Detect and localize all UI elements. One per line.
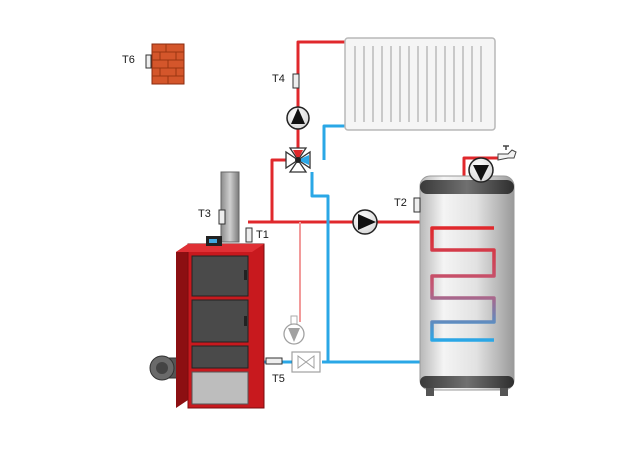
outdoor-sensor: T6 xyxy=(122,43,185,85)
sensor-t1-label: T1 xyxy=(256,229,269,241)
sensor-t4-probe xyxy=(292,73,300,89)
return-protection-unit xyxy=(283,315,321,373)
four-way-mixing-valve-icon xyxy=(285,147,311,173)
sensor-t5-probe xyxy=(265,357,283,365)
circulation-pump-icon xyxy=(283,315,305,345)
circulation-pump-icon xyxy=(286,106,310,130)
circulation-pump-icon xyxy=(352,209,378,235)
water-tap-icon xyxy=(497,145,517,161)
tank-charging-pump xyxy=(352,209,378,235)
brick-wall-icon xyxy=(151,43,185,85)
sensor-t1-probe xyxy=(245,227,253,243)
tank-heating-coil xyxy=(430,226,496,342)
sensor-t6-probe xyxy=(145,54,152,69)
hot-water-tank: T2 xyxy=(394,175,515,396)
water-tap xyxy=(497,145,517,161)
sensor-t2-probe xyxy=(413,197,421,213)
radiator: T4 xyxy=(272,37,496,131)
boiler: T3 T1 xyxy=(149,171,269,409)
mixing-return-pipe xyxy=(310,172,330,362)
circulation-pump-icon xyxy=(468,157,494,183)
solid-fuel-boiler-icon xyxy=(149,171,265,409)
sensor-t5-label: T5 xyxy=(272,373,285,385)
sensor-t6-label: T6 xyxy=(122,54,135,66)
radiator-icon xyxy=(344,37,496,131)
three-way-valve-icon xyxy=(291,351,321,373)
sensor-t2-label: T2 xyxy=(394,197,407,209)
mixing-valve xyxy=(285,147,311,173)
sensor-t3-probe xyxy=(218,209,226,225)
hot-water-tank-icon xyxy=(419,175,515,396)
radiator-pump xyxy=(286,106,310,130)
dhw-circulation-pump xyxy=(468,157,494,183)
sensor-t3-label: T3 xyxy=(198,208,211,220)
radiator-return-pipe xyxy=(322,124,348,160)
sensor-t4-label: T4 xyxy=(272,73,285,85)
